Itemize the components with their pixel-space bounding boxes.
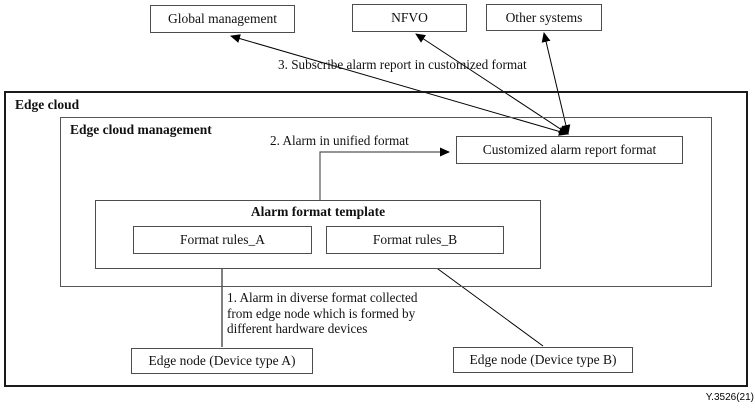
node-global-management: Global management xyxy=(150,5,295,33)
annotation-step1-line3: different hardware devices xyxy=(227,321,368,337)
node-customized-alarm-report-format-label: Customized alarm report format xyxy=(482,142,657,157)
node-customized-alarm-report-format: Customized alarm report format xyxy=(456,136,683,164)
node-edge-node-a: Edge node (Device type A) xyxy=(131,348,313,374)
node-other-systems: Other systems xyxy=(486,4,602,31)
alarm-format-template-title: Alarm format template xyxy=(250,204,386,219)
node-edge-node-b: Edge node (Device type B) xyxy=(453,347,633,373)
node-edge-node-a-label: Edge node (Device type A) xyxy=(148,353,296,368)
node-format-rules-b: Format rules_B xyxy=(326,226,504,254)
annotation-step1: 1. Alarm in diverse format collected fro… xyxy=(227,290,417,337)
node-format-rules-a-label: Format rules_A xyxy=(179,232,266,247)
node-format-rules-a: Format rules_A xyxy=(133,226,312,254)
annotation-step3: 3. Subscribe alarm report in customized … xyxy=(278,57,527,72)
node-global-management-label: Global management xyxy=(167,11,278,26)
annotation-step2: 2. Alarm in unified format xyxy=(270,133,409,148)
annotation-step1-line1: 1. Alarm in diverse format collected xyxy=(227,290,418,305)
edge-cloud-management-container: Edge cloud management xyxy=(60,117,712,287)
node-nfvo-label: NFVO xyxy=(391,10,428,25)
node-edge-node-b-label: Edge node (Device type B) xyxy=(469,352,617,367)
figure-tag: Y.3526(21) xyxy=(705,392,754,403)
edge-cloud-management-label: Edge cloud management xyxy=(70,122,212,137)
edge-cloud-container: Edge cloud xyxy=(4,91,748,387)
node-format-rules-b-label: Format rules_B xyxy=(372,232,458,247)
node-other-systems-label: Other systems xyxy=(505,9,583,25)
node-nfvo: NFVO xyxy=(352,4,467,32)
annotation-step1-line2: from edge node which is formed by xyxy=(227,305,416,321)
edge-cloud-label: Edge cloud xyxy=(15,97,80,112)
